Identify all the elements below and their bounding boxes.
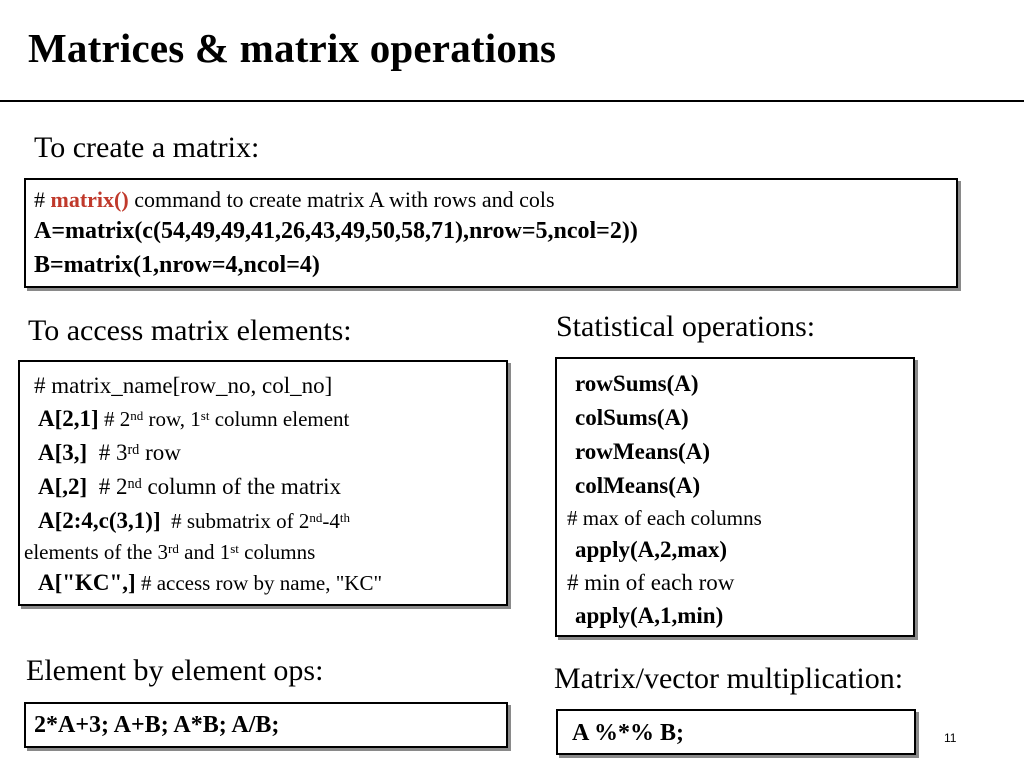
text: and 1 xyxy=(178,540,231,564)
text: # 2 xyxy=(98,407,131,431)
comment-text: command to create matrix A with rows and… xyxy=(128,187,555,212)
stats-line-5: apply(A,2,max) xyxy=(575,537,728,562)
mult-code: A %*% B; xyxy=(572,720,685,746)
access-line-3: A[3,] # 3rd row xyxy=(34,436,506,470)
comment-hash: # xyxy=(34,187,51,212)
title-divider xyxy=(0,100,1024,102)
stats-line-2: colSums(A) xyxy=(575,405,689,430)
superscript: th xyxy=(339,510,350,526)
superscript: nd xyxy=(130,408,144,424)
stats-line-4: colMeans(A) xyxy=(575,473,701,498)
access-line-6: elements of the 3rd and 1st columns xyxy=(24,538,506,566)
superscript: nd xyxy=(309,510,323,526)
create-line-b: B=matrix(1,nrow=4,ncol=4) xyxy=(34,252,320,278)
elem-code-box: 2*A+3; A+B; A*B; A/B; xyxy=(24,702,508,748)
text: elements of the 3 xyxy=(24,540,169,564)
text: # 2 xyxy=(87,474,128,499)
elem-heading: Element by element ops: xyxy=(26,654,324,687)
text: columns xyxy=(238,540,316,564)
text: row, 1 xyxy=(143,407,201,431)
stats-comment-1: # max of each columns xyxy=(567,506,762,530)
code-token: A["KC",] xyxy=(38,570,136,595)
stats-code-box: rowSums(A) colSums(A) rowMeans(A) colMea… xyxy=(555,357,915,637)
text: column of the matrix xyxy=(141,474,341,499)
superscript: rd xyxy=(168,541,179,557)
code-token: A[3,] xyxy=(38,440,88,465)
superscript: nd xyxy=(127,475,142,492)
create-heading: To create a matrix: xyxy=(34,131,260,164)
create-code-box: # matrix() command to create matrix A wi… xyxy=(24,178,958,288)
page-number: 11 xyxy=(944,731,957,745)
create-comment: # matrix() command to create matrix A wi… xyxy=(34,186,956,214)
text: # access row by name, "KC" xyxy=(135,571,383,595)
superscript: st xyxy=(200,408,210,424)
slide-title: Matrices & matrix operations xyxy=(28,25,557,71)
superscript: st xyxy=(230,541,239,557)
text: -4 xyxy=(322,509,340,533)
mult-heading: Matrix/vector multiplication: xyxy=(554,662,904,695)
text: column element xyxy=(209,407,350,431)
elem-code: 2*A+3; A+B; A*B; A/B; xyxy=(34,712,280,738)
code-token: A[2,1] xyxy=(38,406,99,431)
superscript: rd xyxy=(127,441,140,458)
stats-line-3: rowMeans(A) xyxy=(575,439,710,464)
mult-code-box: A %*% B; xyxy=(556,709,916,755)
comment-function: matrix() xyxy=(50,187,129,212)
stats-line-6: apply(A,1,min) xyxy=(575,603,724,628)
text: row xyxy=(139,440,181,465)
access-line-7: A["KC",] # access row by name, "KC" xyxy=(34,566,506,600)
access-line-1: # matrix_name[row_no, col_no] xyxy=(34,373,333,398)
access-code-box: # matrix_name[row_no, col_no] A[2,1] # 2… xyxy=(18,360,508,606)
create-line-a: A=matrix(c(54,49,49,41,26,43,49,50,58,71… xyxy=(34,218,638,244)
text: # submatrix of 2 xyxy=(160,509,310,533)
code-token: A[,2] xyxy=(38,474,88,499)
stats-line-1: rowSums(A) xyxy=(575,371,699,396)
stats-heading: Statistical operations: xyxy=(556,310,816,343)
access-heading: To access matrix elements: xyxy=(28,314,352,347)
text: # 3 xyxy=(87,440,128,465)
access-line-5: A[2:4,c(3,1)] # submatrix of 2nd-4th xyxy=(34,504,506,538)
access-line-2: A[2,1] # 2nd row, 1st column element xyxy=(34,402,506,436)
access-line-4: A[,2] # 2nd column of the matrix xyxy=(34,470,506,504)
stats-comment-2: # min of each row xyxy=(567,570,735,595)
code-token: A[2:4,c(3,1)] xyxy=(38,508,161,533)
